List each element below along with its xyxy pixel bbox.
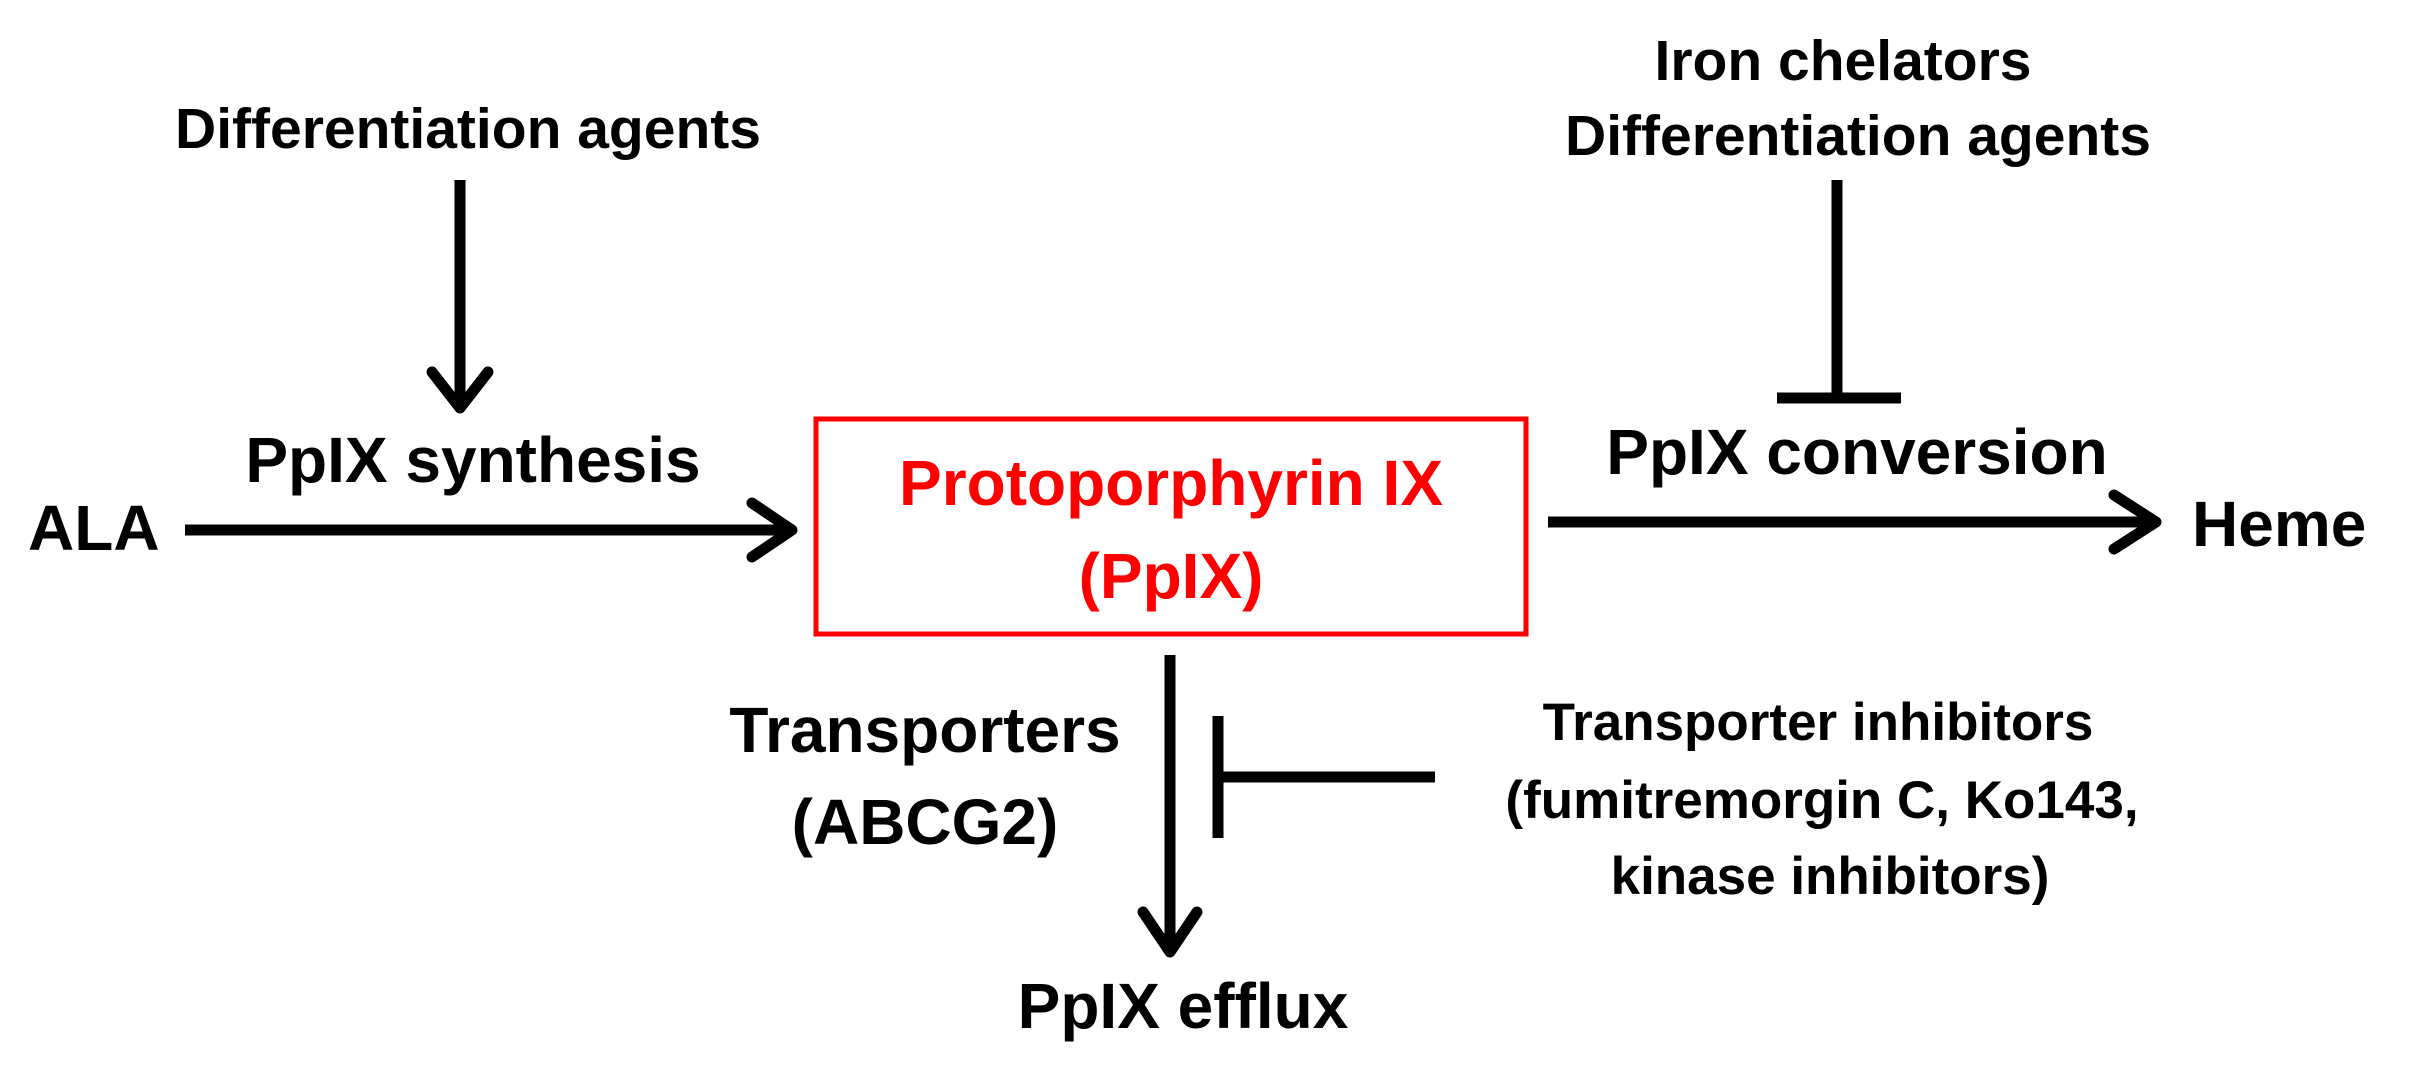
ppix-box <box>813 416 1529 637</box>
transport-inhibitor-label-3: kinase inhibitors) <box>1611 847 2050 906</box>
ppix-name-label: Protoporphyrin IX <box>899 447 1443 519</box>
ala-node: ALA <box>28 492 160 564</box>
conversion-arrow-head <box>2108 489 2162 555</box>
transport-inhibitor-label-2: (fumitremorgin C, Ko143, <box>1505 771 2138 830</box>
transporters-label-1: Transporters <box>729 694 1120 766</box>
conversion-inhibitor-label-1: Iron chelators <box>1655 29 2032 93</box>
transporters-label-2: (ABCG2) <box>792 786 1059 858</box>
heme-node: Heme <box>2192 488 2366 560</box>
ppix-abbrev-label: (PpIX) <box>1079 540 1264 612</box>
conversion-label: PpIX conversion <box>1606 416 2107 488</box>
transport-inhibitor-label-1: Transporter inhibitors <box>1543 693 2094 752</box>
efflux-arrow-head <box>1137 906 1203 958</box>
promoter-arrow-head <box>426 366 494 414</box>
synthesis-arrow-head <box>746 497 798 563</box>
synthesis-label: PpIX synthesis <box>245 424 700 496</box>
synthesis-promoter-label: Differentiation agents <box>175 97 761 161</box>
conversion-inhibitor-label-2: Differentiation agents <box>1565 104 2151 168</box>
efflux-node: PpIX efflux <box>1018 970 1349 1042</box>
